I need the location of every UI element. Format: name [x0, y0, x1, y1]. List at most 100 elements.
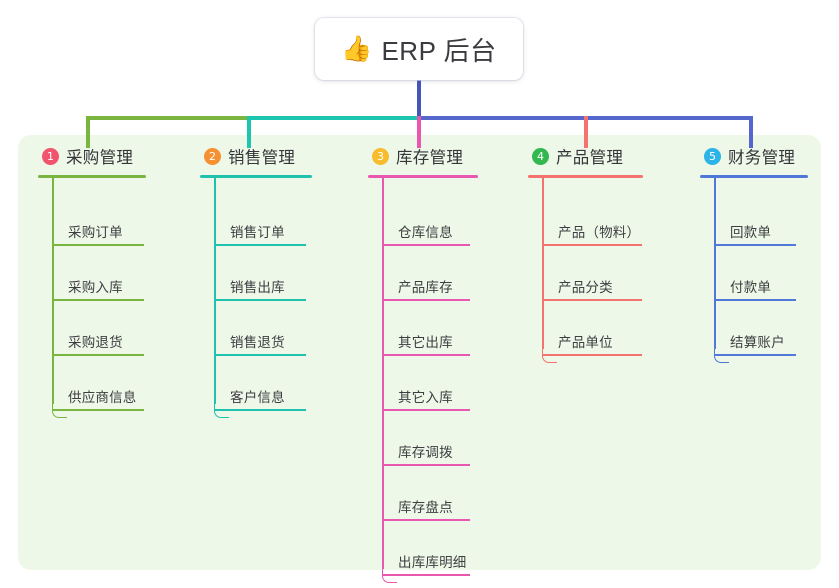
leaf-label: 库存调拨	[398, 445, 453, 460]
leaf-underline	[382, 244, 470, 246]
leaf-underline	[52, 409, 144, 411]
root-title-card[interactable]: 👍 ERP 后台	[315, 18, 523, 80]
leaf-item[interactable]: 出库库明细	[368, 508, 470, 576]
column-spine-4	[542, 178, 544, 349]
column-badge-1: 1	[42, 147, 59, 165]
column-header-5[interactable]: 5 财务管理	[700, 143, 808, 169]
leaf-underline	[214, 354, 306, 356]
column-header-3[interactable]: 3 库存管理	[368, 143, 478, 169]
leaf-item[interactable]: 其它入库	[368, 343, 470, 411]
leaf-label: 付款单	[730, 280, 772, 295]
leaf-label: 库存盘点	[398, 500, 453, 515]
leaf-item[interactable]: 付款单	[700, 233, 796, 301]
column-title-2: 销售管理	[228, 149, 296, 167]
column-title-1: 采购管理	[66, 149, 134, 167]
leaf-underline	[214, 409, 306, 411]
leaf-underline	[214, 299, 306, 301]
leaf-label: 产品（物料）	[558, 225, 641, 240]
leaf-underline	[542, 244, 642, 246]
leaf-item[interactable]: 产品库存	[368, 233, 470, 301]
leaf-label: 采购订单	[68, 225, 123, 240]
leaf-item[interactable]: 销售出库	[200, 233, 306, 301]
column-3: 3 库存管理仓库信息产品库存其它出库其它入库库存调拨库存盘点出库库明细	[368, 143, 478, 583]
leaf-label: 客户信息	[230, 390, 285, 405]
leaf-item[interactable]: 仓库信息	[368, 178, 470, 246]
column-4: 4 产品管理产品（物料） 产品分类产品单位	[528, 143, 643, 363]
leaf-label: 供应商信息	[68, 390, 137, 405]
column-header-4[interactable]: 4 产品管理	[528, 143, 643, 169]
column-badge-4: 4	[532, 147, 549, 165]
leaf-underline	[52, 354, 144, 356]
leaf-item[interactable]: 产品（物料）	[528, 178, 642, 246]
column-title-4: 产品管理	[556, 149, 624, 167]
column-badge-3: 3	[372, 147, 389, 165]
leaf-underline	[382, 464, 470, 466]
leaf-item[interactable]: 其它出库	[368, 288, 470, 356]
leaf-item[interactable]: 库存调拨	[368, 398, 470, 466]
leaf-underline	[382, 519, 470, 521]
leaf-underline	[382, 299, 470, 301]
column-underline-2	[200, 175, 312, 178]
leaf-label: 产品库存	[398, 280, 453, 295]
leaf-label: 其它入库	[398, 390, 453, 405]
column-items-3: 仓库信息产品库存其它出库其它入库库存调拨库存盘点出库库明细	[368, 178, 478, 583]
column-underline-1	[38, 175, 146, 178]
leaf-item[interactable]: 产品分类	[528, 233, 642, 301]
leaf-underline	[714, 354, 796, 356]
leaf-label: 采购入库	[68, 280, 123, 295]
column-items-1: 采购订单采购入库采购退货供应商信息	[38, 178, 146, 418]
content-panel	[18, 135, 821, 570]
leaf-item[interactable]: 结算账户	[700, 288, 796, 356]
column-underline-3	[368, 175, 478, 178]
column-spine-5	[714, 178, 716, 349]
column-badge-2: 2	[204, 147, 221, 165]
leaf-underline	[714, 244, 796, 246]
column-underline-5	[700, 175, 808, 178]
column-header-1[interactable]: 1 采购管理	[38, 143, 146, 169]
leaf-label: 结算账户	[730, 335, 785, 350]
leaf-underline	[382, 354, 470, 356]
leaf-label: 仓库信息	[398, 225, 453, 240]
leaf-underline	[382, 574, 470, 576]
leaf-label: 销售退货	[230, 335, 285, 350]
column-items-5: 回款单付款单结算账户	[700, 178, 808, 363]
leaf-underline	[714, 299, 796, 301]
leaf-label: 产品单位	[558, 335, 613, 350]
leaf-item[interactable]: 采购订单	[38, 178, 144, 246]
leaf-underline	[542, 299, 642, 301]
leaf-item[interactable]: 销售订单	[200, 178, 306, 246]
leaf-underline	[52, 244, 144, 246]
leaf-label: 回款单	[730, 225, 772, 240]
leaf-underline	[52, 299, 144, 301]
leaf-item[interactable]: 产品单位	[528, 288, 642, 356]
column-spine-3	[382, 178, 384, 569]
leaf-underline	[214, 244, 306, 246]
leaf-label: 出库库明细	[398, 555, 467, 570]
thumbs-up-emoji: 👍	[341, 34, 373, 63]
column-badge-5: 5	[704, 147, 721, 165]
leaf-label: 采购退货	[68, 335, 123, 350]
leaf-underline	[542, 354, 642, 356]
leaf-item[interactable]: 回款单	[700, 178, 796, 246]
column-title-5: 财务管理	[728, 149, 796, 167]
column-2: 2 销售管理销售订单销售出库销售退货客户信息	[200, 143, 312, 418]
column-items-4: 产品（物料） 产品分类产品单位	[528, 178, 643, 363]
page-title: ERP 后台	[381, 35, 497, 66]
leaf-item[interactable]: 采购退货	[38, 288, 144, 356]
leaf-label: 产品分类	[558, 280, 613, 295]
leaf-item[interactable]: 销售退货	[200, 288, 306, 356]
leaf-item[interactable]: 供应商信息	[38, 343, 144, 411]
column-1: 1 采购管理采购订单采购入库采购退货供应商信息	[38, 143, 146, 418]
leaf-item[interactable]: 采购入库	[38, 233, 144, 301]
column-spine-2	[214, 178, 216, 404]
leaf-label: 其它出库	[398, 335, 453, 350]
leaf-item[interactable]: 客户信息	[200, 343, 306, 411]
leaf-label: 销售订单	[230, 225, 285, 240]
leaf-label: 销售出库	[230, 280, 285, 295]
column-spine-1	[52, 178, 54, 404]
column-title-3: 库存管理	[396, 149, 464, 167]
leaf-item[interactable]: 库存盘点	[368, 453, 470, 521]
column-header-2[interactable]: 2 销售管理	[200, 143, 312, 169]
